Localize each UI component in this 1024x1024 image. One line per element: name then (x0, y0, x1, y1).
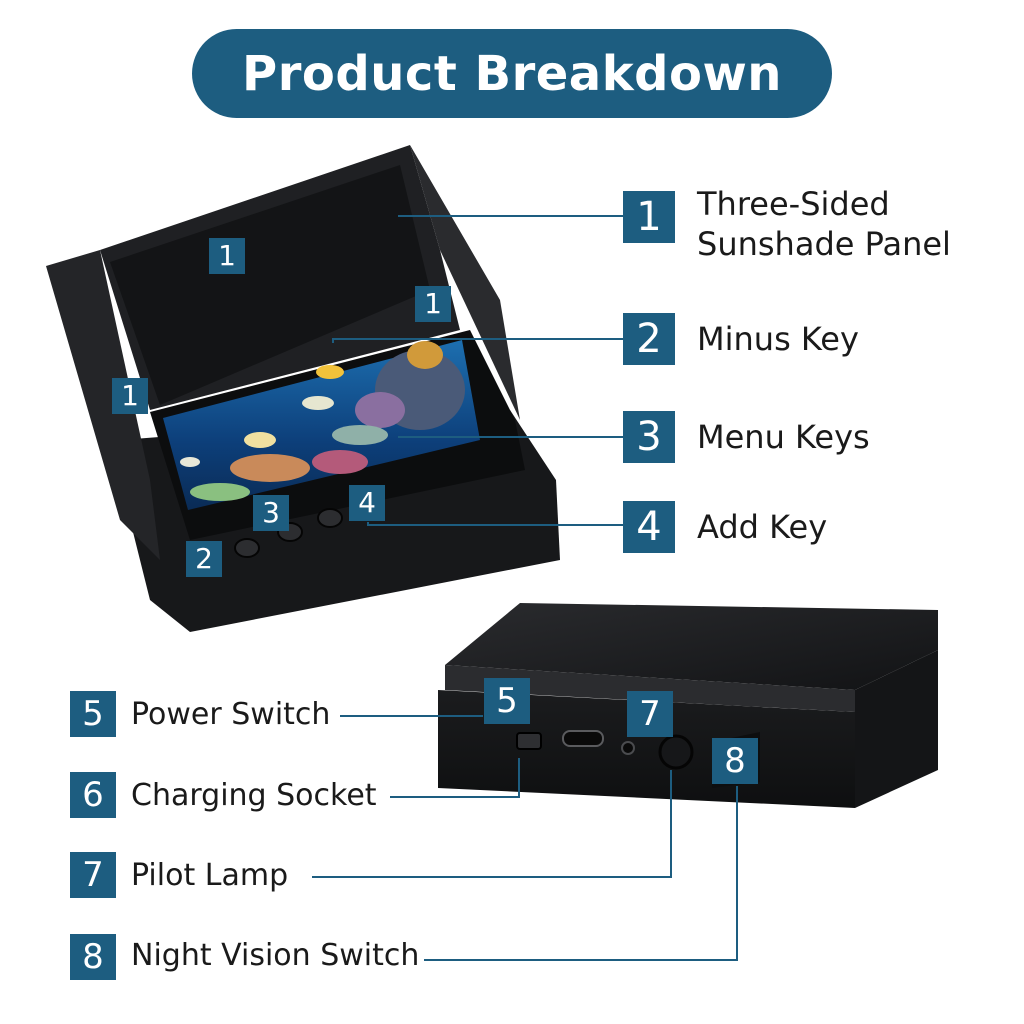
legend-label-1-line1: Three-Sided (697, 185, 890, 223)
legend-label-7: Pilot Lamp (131, 858, 289, 893)
legend-badge-8: 8 (70, 934, 116, 980)
minus-key[interactable] (234, 538, 260, 558)
legend-label-2: Minus Key (697, 320, 859, 358)
night-vision-switch[interactable] (658, 734, 694, 770)
legend-label-4: Add Key (697, 508, 828, 546)
device-badge-2: 2 (186, 541, 222, 577)
case-lid-edge (445, 665, 855, 712)
leader-lines (312, 215, 738, 961)
legend-badge-5: 5 (70, 691, 116, 737)
legend-badge-4: 4 (623, 501, 675, 553)
legend-label-5: Power Switch (131, 697, 331, 732)
device-badge-1c: 1 (112, 378, 148, 414)
legend-badge-2: 2 (623, 313, 675, 365)
device-badge-5: 5 (484, 678, 530, 724)
legend-label-6: Charging Socket (131, 778, 377, 813)
legend-badge-7: 7 (70, 852, 116, 898)
legend-badge-3: 3 (623, 411, 675, 463)
leader-line-8 (424, 786, 738, 961)
leader-line-7 (312, 770, 672, 878)
charging-socket[interactable] (562, 730, 604, 747)
title-banner: Product Breakdown (192, 29, 832, 118)
leader-line-2 (332, 338, 623, 343)
device-badge-8: 8 (712, 738, 758, 784)
device-badge-1b: 1 (415, 286, 451, 322)
menu-key-2[interactable] (317, 508, 343, 528)
sunshade-left-panel (46, 250, 160, 560)
legend-label-1-line2: Sunshade Panel (697, 225, 951, 263)
pilot-lamp (621, 741, 635, 755)
legend-label-8: Night Vision Switch (131, 938, 420, 973)
sunshade-right-panel (410, 145, 520, 420)
power-switch[interactable] (516, 732, 542, 750)
screen-reef-image (180, 341, 465, 501)
sunshade-inner (110, 165, 430, 405)
case-lid (445, 603, 938, 690)
leader-line-6 (390, 758, 520, 798)
device-badge-7: 7 (627, 691, 673, 737)
leader-line-4 (367, 522, 623, 526)
device-badge-4: 4 (349, 485, 385, 521)
device-badge-1a: 1 (209, 238, 245, 274)
monitor-device (46, 145, 560, 632)
legend-badge-6: 6 (70, 772, 116, 818)
case-side (855, 650, 938, 808)
page-title: Product Breakdown (242, 45, 782, 102)
device-badge-3: 3 (253, 495, 289, 531)
legend-badge-1: 1 (623, 191, 675, 243)
legend-label-3: Menu Keys (697, 418, 870, 456)
